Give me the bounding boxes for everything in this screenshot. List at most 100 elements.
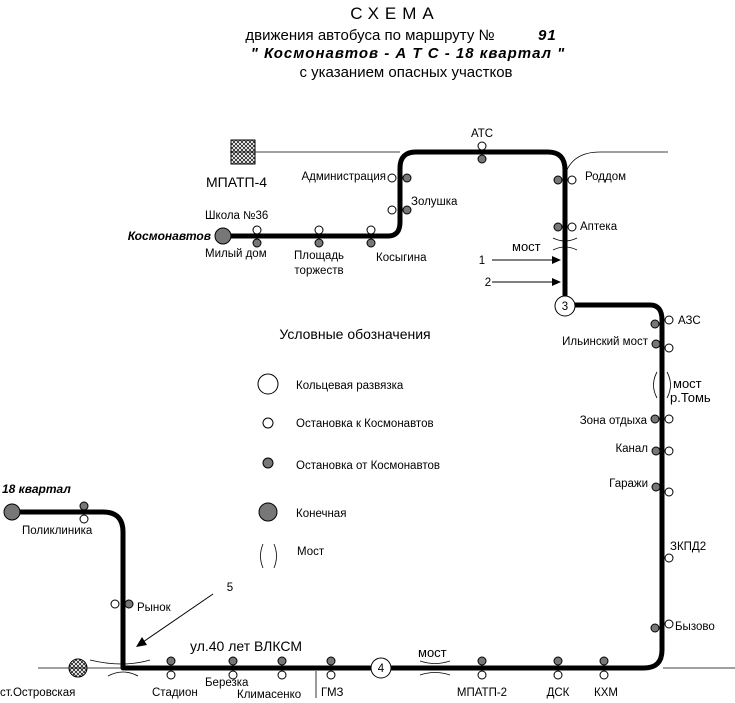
depot-mpatp4-icon	[230, 139, 256, 165]
label-khm: КХМ	[594, 687, 618, 699]
stop-apteka-from	[553, 222, 563, 232]
stop-administration-from	[402, 173, 412, 183]
bridge-bottom	[419, 660, 451, 676]
label-zkpd2: ЗКПД2	[670, 541, 706, 553]
stop-garazhi-from	[651, 482, 661, 492]
stop-zolushka-to	[387, 205, 397, 215]
label-berezka: Березка	[205, 677, 249, 689]
stop-atc-from	[477, 154, 487, 164]
ring-junction-3	[554, 295, 576, 317]
stop-byzovo-from	[650, 623, 660, 633]
ring-junction-4-label: 4	[378, 663, 385, 675]
label-azs: АЗС	[678, 315, 701, 327]
ring-junction-3-label: 3	[562, 301, 568, 313]
stop-byzovo-to	[664, 619, 674, 629]
danger-marker-5: 5	[136, 582, 233, 647]
label-ploshad-line2: торжеств	[294, 265, 343, 277]
stop-zkpd2-to	[664, 553, 674, 563]
label-most-right-line2: р.Томь	[670, 390, 711, 405]
legend: Условные обозначения Кольцевая развязка …	[257, 326, 440, 569]
terminal-18-kvartal	[3, 503, 21, 521]
stop-ploshad-from	[314, 238, 324, 248]
stop-azs-from	[650, 319, 660, 329]
label-zona: Зона отдыха	[580, 415, 648, 427]
legend-stop-to-label: Остановка к Космонавтов	[296, 418, 434, 430]
stop-klimasenko-from	[277, 656, 287, 666]
stop-rynok-to	[110, 599, 120, 609]
label-gmz: ГМЗ	[321, 687, 344, 699]
terminal-st-ostrovskaya-icon	[68, 658, 88, 678]
header-route-number: 91	[538, 27, 557, 44]
stop-gmz-from	[326, 656, 336, 666]
legend-terminal-label: Конечная	[296, 508, 346, 520]
bridge-right	[653, 371, 671, 399]
stop-berezka-from	[228, 656, 238, 666]
label-milyi-dom: Милый дом	[205, 248, 267, 260]
ring-junction-4	[370, 657, 392, 679]
stop-zolushka-from	[402, 205, 412, 215]
stop-rynok-from	[124, 599, 134, 609]
stop-berezka-to	[228, 670, 238, 680]
stop-stadion-from	[166, 656, 176, 666]
danger-marker-5-label: 5	[227, 582, 233, 594]
stop-apteka-to	[567, 222, 577, 232]
danger-marker-1: 1	[479, 255, 561, 267]
stop-mpatp2-from	[477, 656, 487, 666]
danger-marker-1-label: 1	[479, 255, 485, 267]
stop-roddom-to	[567, 175, 577, 185]
stop-kosygina-to	[366, 225, 376, 235]
legend-ring-label: Кольцевая развязка	[296, 380, 404, 392]
stop-khm-to	[599, 670, 609, 680]
stop-stadion-to	[166, 670, 176, 680]
label-ilyinsky: Ильинский мост	[562, 336, 649, 348]
stop-atc-to	[477, 141, 487, 151]
label-roddom: Роддом	[585, 171, 626, 183]
stop-gmz-to	[326, 670, 336, 680]
label-apteka: Аптека	[580, 221, 618, 233]
stop-administration-to	[387, 173, 397, 183]
label-garazhi: Гаражи	[609, 478, 648, 490]
stop-roddom-from	[553, 175, 563, 185]
label-street: ул.40 лет ВЛКСМ	[190, 638, 302, 654]
stop-poliklinika-to	[79, 514, 89, 524]
legend-bridge-label: Мост	[297, 546, 325, 558]
stop-zona-to	[664, 414, 674, 424]
label-byzovo: Бызово	[675, 621, 715, 633]
legend-stop-from-label: Остановка от Космонавтов	[296, 460, 440, 472]
label-most-top: мост	[512, 239, 541, 254]
label-school36: Школа №36	[205, 210, 268, 222]
route-line-main	[122, 149, 665, 671]
stop-kanal-from	[651, 446, 661, 456]
label-kosmonavtov: Космонавтов	[128, 229, 211, 243]
label-dsk: ДСК	[547, 687, 570, 699]
label-mpatp4: МПАТП-4	[206, 174, 267, 190]
legend-stop-to-symbol	[262, 417, 274, 429]
stop-klimasenko-to	[277, 670, 287, 680]
legend-title: Условные обозначения	[279, 326, 430, 342]
label-most-bottom: мост	[418, 645, 447, 660]
stop-azs-to	[664, 315, 674, 325]
stop-dsk-from	[553, 656, 563, 666]
legend-terminal-symbol	[258, 502, 278, 522]
label-zolushka: Золушка	[411, 196, 458, 208]
stop-khm-from	[599, 656, 609, 666]
header-dangerous-note: с указанием опасных участков	[299, 64, 512, 81]
stop-mpatp2-to	[477, 670, 487, 680]
stop-dsk-to	[553, 670, 563, 680]
bridge-top	[552, 237, 578, 251]
danger-marker-2-label: 2	[485, 277, 491, 289]
header-route-name: " Космонавтов - А Т С - 18 квартал "	[251, 45, 565, 62]
label-kanal: Канал	[615, 443, 648, 455]
legend-stop-from-symbol	[262, 457, 274, 469]
stop-kosygina-from	[366, 238, 376, 248]
route-line-west	[9, 509, 126, 671]
bridge-bottom-left	[89, 659, 151, 677]
label-ploshad-line1: Площадь	[294, 250, 344, 262]
label-klimasenko: Климасенко	[237, 689, 301, 701]
stop-poliklinika-from	[79, 501, 89, 511]
label-poliklinika: Поликлиника	[22, 525, 93, 537]
stop-milyi-dom-from	[252, 238, 262, 248]
stop-kanal-to	[664, 446, 674, 456]
stop-milyi-dom-to	[252, 225, 262, 235]
